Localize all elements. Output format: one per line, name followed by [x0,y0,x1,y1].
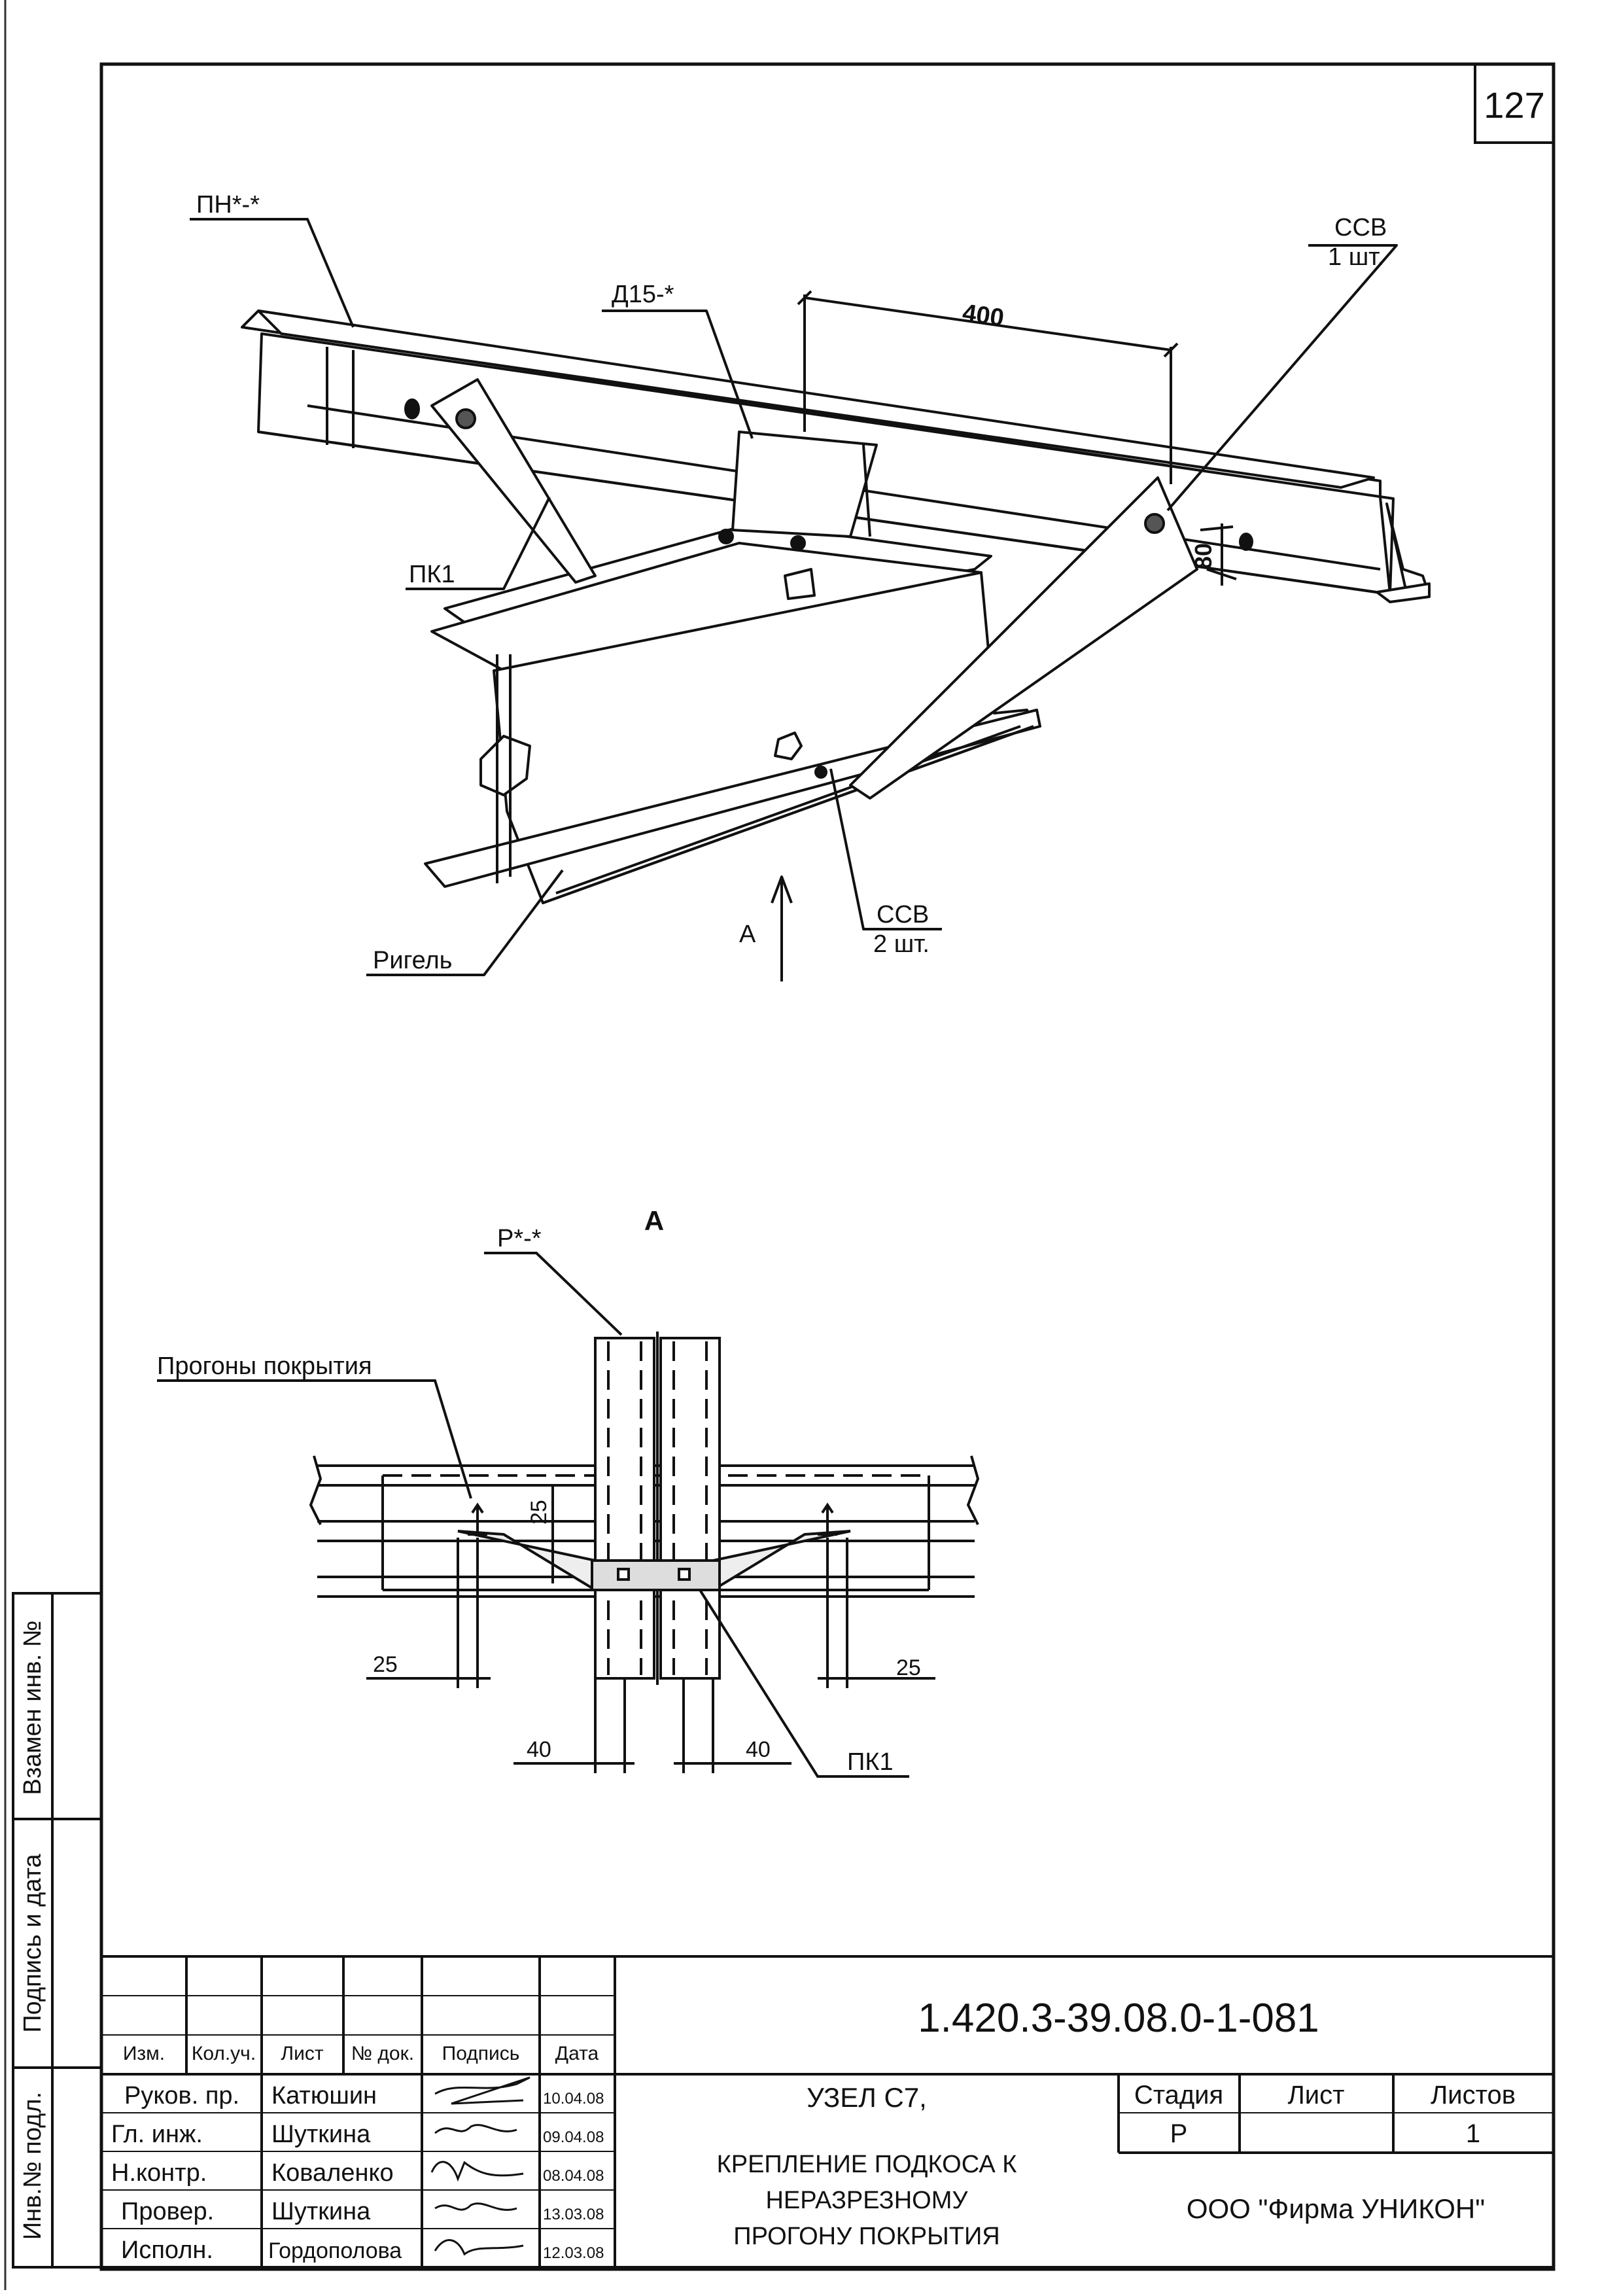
header-podpis: Подпись [442,2043,520,2064]
doc-code: 1.420.3-39.08.0-1-081 [918,1996,1319,2041]
row-date: 13.03.08 [543,2206,604,2223]
row-date: 08.04.08 [543,2167,604,2185]
sheets-value: 1 [1466,2119,1480,2148]
title-line-3: НЕРАЗРЕЗНОМУ [765,2187,968,2214]
label-pk1-bottom: ПК1 [847,1748,894,1776]
view-a [157,1252,980,1778]
label-r: Р*-* [497,1225,542,1252]
label-ssv-bottom: ССВ [877,901,929,928]
sheets-label: Листов [1431,2081,1516,2110]
label-dim-40-left: 40 [527,1737,551,1762]
d15-bracket [731,431,878,538]
row-date: 10.04.08 [543,2090,604,2108]
header-izm: Изм. [123,2043,165,2064]
signatures [430,2076,530,2256]
side-inv-podl: Инв.№ подл. [19,2092,46,2240]
side-podpis-data: Подпись и дата [19,1853,46,2032]
row-name: Катюшин [271,2082,377,2110]
sheet-number: 127 [1484,84,1544,126]
sheet-number-badge: 127 [1474,63,1555,144]
header-data: Дата [555,2043,599,2064]
company-name: ООО "Фирма УНИКОН" [1187,2193,1485,2224]
label-progony: Прогоны покрытия [157,1352,372,1380]
label-dim-25-right: 25 [896,1655,921,1680]
side-vzamen-inv: Взамен инв. № [19,1621,46,1795]
row-name: Гордополова [268,2238,402,2263]
row-role: Гл. инж. [111,2121,203,2148]
side-stamp [12,1592,103,2269]
sheet-frame [99,62,1556,2271]
title-line-1: УЗЕЛ С7, [807,2082,927,2113]
title-line-4: ПРОГОНУ ПОКРЫТИЯ [733,2223,1000,2250]
label-arrow-a: А [739,921,756,948]
header-no-dok: № док. [351,2043,414,2064]
title-block-grid [100,1955,1555,2269]
label-dim-80: 80 [1190,543,1217,569]
label-dim-25-left: 25 [373,1652,398,1677]
header-list: Лист [281,2043,323,2064]
title-line-2: КРЕПЛЕНИЕ ПОДКОСА К [717,2151,1017,2178]
row-role: Исполн. [121,2236,213,2264]
row-date: 09.04.08 [543,2128,604,2146]
row-role: Н.контр. [111,2159,207,2187]
row-role: Руков. пр. [124,2082,239,2110]
sheet-label: Лист [1288,2081,1345,2110]
label-pk1-top: ПК1 [409,561,455,588]
label-dim-400: 400 [961,299,1006,332]
row-date: 12.03.08 [543,2244,604,2262]
label-d15: Д15-* [612,281,674,308]
left-brace [430,378,597,584]
header-kol-uch: Кол.уч. [192,2043,256,2064]
stage-label: Стадия [1134,2081,1223,2110]
row-name: Шуткина [271,2121,371,2148]
label-rigel: Ригель [373,947,452,974]
view-a-title: А [644,1205,664,1236]
label-ssv-top: ССВ [1334,214,1387,241]
stage-value: Р [1170,2119,1188,2148]
label-pn: ПН*-* [196,191,260,219]
label-dim-40-right: 40 [746,1737,771,1762]
label-ssv-top-qty: 1 шт. [1328,243,1384,271]
right-brace [849,476,1198,800]
row-name: Шуткина [271,2198,371,2225]
row-name: Коваленко [271,2159,394,2187]
isometric-view [190,218,1431,981]
label-dim-25-vertical: 25 [527,1500,551,1525]
row-role: Провер. [121,2198,214,2225]
label-ssv-bottom-qty: 2 шт. [873,930,930,958]
